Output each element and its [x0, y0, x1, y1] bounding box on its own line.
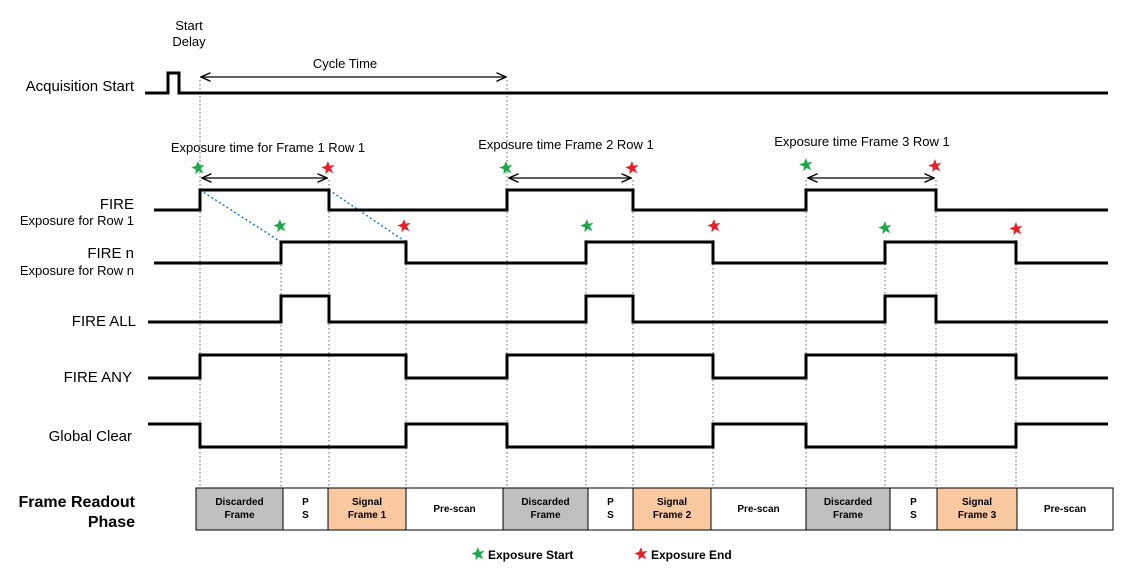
readout-cell-label: P [607, 497, 614, 508]
readout-cell-label: Frame 2 [653, 510, 692, 521]
row-link-start [199, 189, 282, 243]
readout-cell-label: P [302, 497, 309, 508]
fire-any-waveform [148, 353, 1108, 380]
readout-cell-label: Signal [352, 497, 382, 508]
exposure-start-marker [878, 221, 892, 235]
readout-cell-label: Pre-scan [1044, 504, 1086, 515]
global-clear-waveform [148, 422, 1108, 449]
legend-end-icon [634, 547, 648, 561]
acquisition-start-label: Acquisition Start [26, 78, 135, 95]
readout-cell-label: Discarded [215, 497, 263, 508]
readout-cell [805, 487, 891, 531]
readout-cell [1016, 487, 1114, 531]
fire-any-label: FIRE ANY [64, 369, 132, 386]
readout-cell-label: Frame [833, 510, 863, 521]
readout-cell-label: Frame [530, 510, 560, 521]
fire-all-waveform [148, 294, 1108, 324]
exposure-frame2-label: Exposure time Frame 2 Row 1 [478, 137, 654, 152]
readout-cell [282, 487, 329, 531]
readout-cell-label: Frame 3 [958, 510, 997, 521]
readout-cell [936, 487, 1018, 531]
readout-cell [327, 487, 407, 531]
readout-cell-label: Pre-scan [737, 504, 779, 515]
readout-cell [632, 487, 712, 531]
start-delay-label-line1: Start [175, 18, 203, 33]
exposure-start-marker [799, 158, 813, 172]
readout-cell-label: Frame 1 [348, 510, 387, 521]
fire-all-label: FIRE ALL [72, 313, 136, 330]
legend-exposure-end: Exposure End [651, 548, 732, 562]
readout-cell-label: S [302, 510, 309, 521]
readout-cell-label: Signal [657, 497, 687, 508]
exposure-end-marker [321, 161, 335, 175]
exposure-frame3-label: Exposure time Frame 3 Row 1 [774, 134, 950, 149]
fire-n-label: FIRE n [87, 245, 134, 262]
cycle-time-label: Cycle Time [313, 56, 377, 71]
readout-cell [195, 487, 284, 531]
fire-label: FIRE [100, 196, 134, 213]
exposure-end-marker [707, 219, 721, 233]
readout-cell [405, 487, 504, 531]
fire-sublabel: Exposure for Row 1 [20, 213, 134, 228]
global-clear-label: Global Clear [49, 428, 132, 445]
readout-cell [502, 487, 589, 531]
exposure-end-marker [928, 159, 942, 173]
readout-cell-label: Discarded [521, 497, 569, 508]
row-link-end [328, 189, 407, 243]
fire-n-sublabel: Exposure for Row n [20, 263, 134, 278]
start-delay-label-line2: Delay [172, 34, 206, 49]
exposure-end-marker [1009, 222, 1023, 236]
exposure-start-marker [580, 219, 594, 233]
readout-cell [710, 487, 807, 531]
exposure-end-marker [625, 161, 639, 175]
acquisition-start-waveform [145, 71, 1108, 95]
readout-cell-label: S [910, 510, 917, 521]
legend-start-icon [471, 547, 485, 561]
exposure-frame1-label: Exposure time for Frame 1 Row 1 [171, 140, 365, 155]
readout-cell [889, 487, 938, 531]
fire-waveform [154, 188, 1108, 212]
readout-header-line2: Phase [88, 514, 135, 531]
readout-cell-label: P [910, 497, 917, 508]
readout-header-line1: Frame Readout [19, 494, 136, 511]
legend-exposure-start: Exposure Start [488, 548, 573, 562]
readout-cell-label: Signal [962, 497, 992, 508]
exposure-start-marker [273, 219, 287, 233]
readout-cell-label: Frame [224, 510, 254, 521]
exposure-start-marker [499, 161, 513, 175]
exposure-markers [191, 158, 1023, 236]
readout-cell-label: S [607, 510, 614, 521]
readout-cell-label: Pre-scan [433, 504, 475, 515]
exposure-start-marker [191, 161, 205, 175]
exposure-end-marker [397, 219, 411, 233]
readout-cell [587, 487, 634, 531]
readout-cell-label: Discarded [824, 497, 872, 508]
fire-n-waveform [154, 240, 1108, 265]
